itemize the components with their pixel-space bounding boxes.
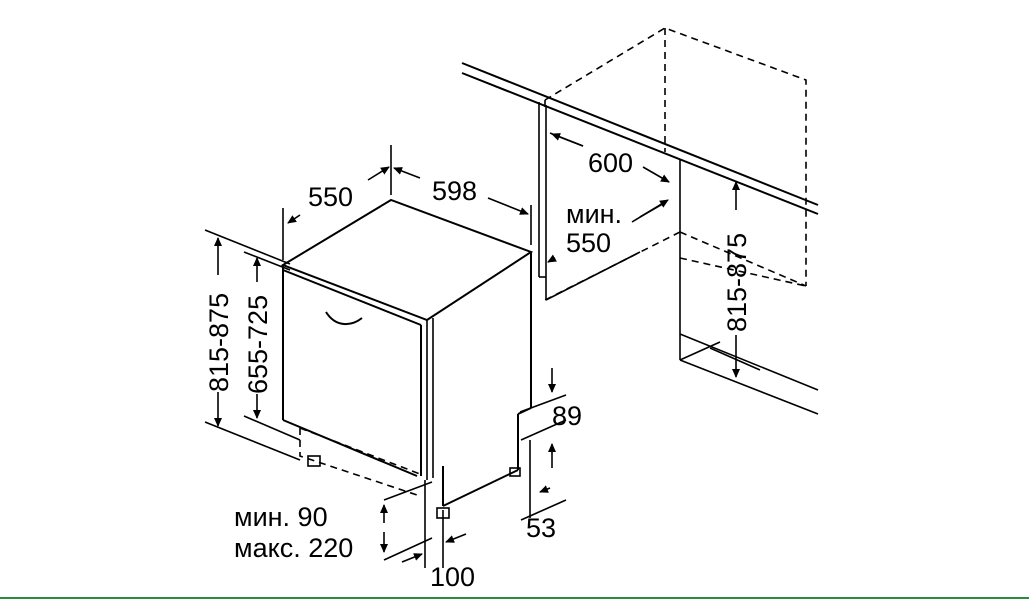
plinth-min-label: мин. 90: [234, 502, 328, 532]
door-height-label: 655-725: [243, 295, 273, 394]
foot-offset-label: 100: [430, 562, 475, 592]
plinth-max-label: макс. 220: [234, 533, 353, 563]
width-label: 598: [432, 176, 477, 206]
niche-width-label: 600: [588, 148, 633, 178]
dishwasher-drawing: [204, 145, 567, 568]
niche-depth-min-prefix: мин.: [566, 199, 622, 229]
footer-strip: [0, 597, 1029, 599]
niche-depth-min-value: 550: [566, 228, 611, 258]
niche-drawing: [461, 27, 819, 415]
niche-height-label: 815-875: [722, 233, 752, 332]
toe-top-label: 89: [552, 401, 582, 431]
toe-bottom-label: 53: [526, 513, 556, 543]
appliance-height-label: 815-875: [204, 293, 234, 392]
depth-label: 550: [308, 182, 353, 212]
